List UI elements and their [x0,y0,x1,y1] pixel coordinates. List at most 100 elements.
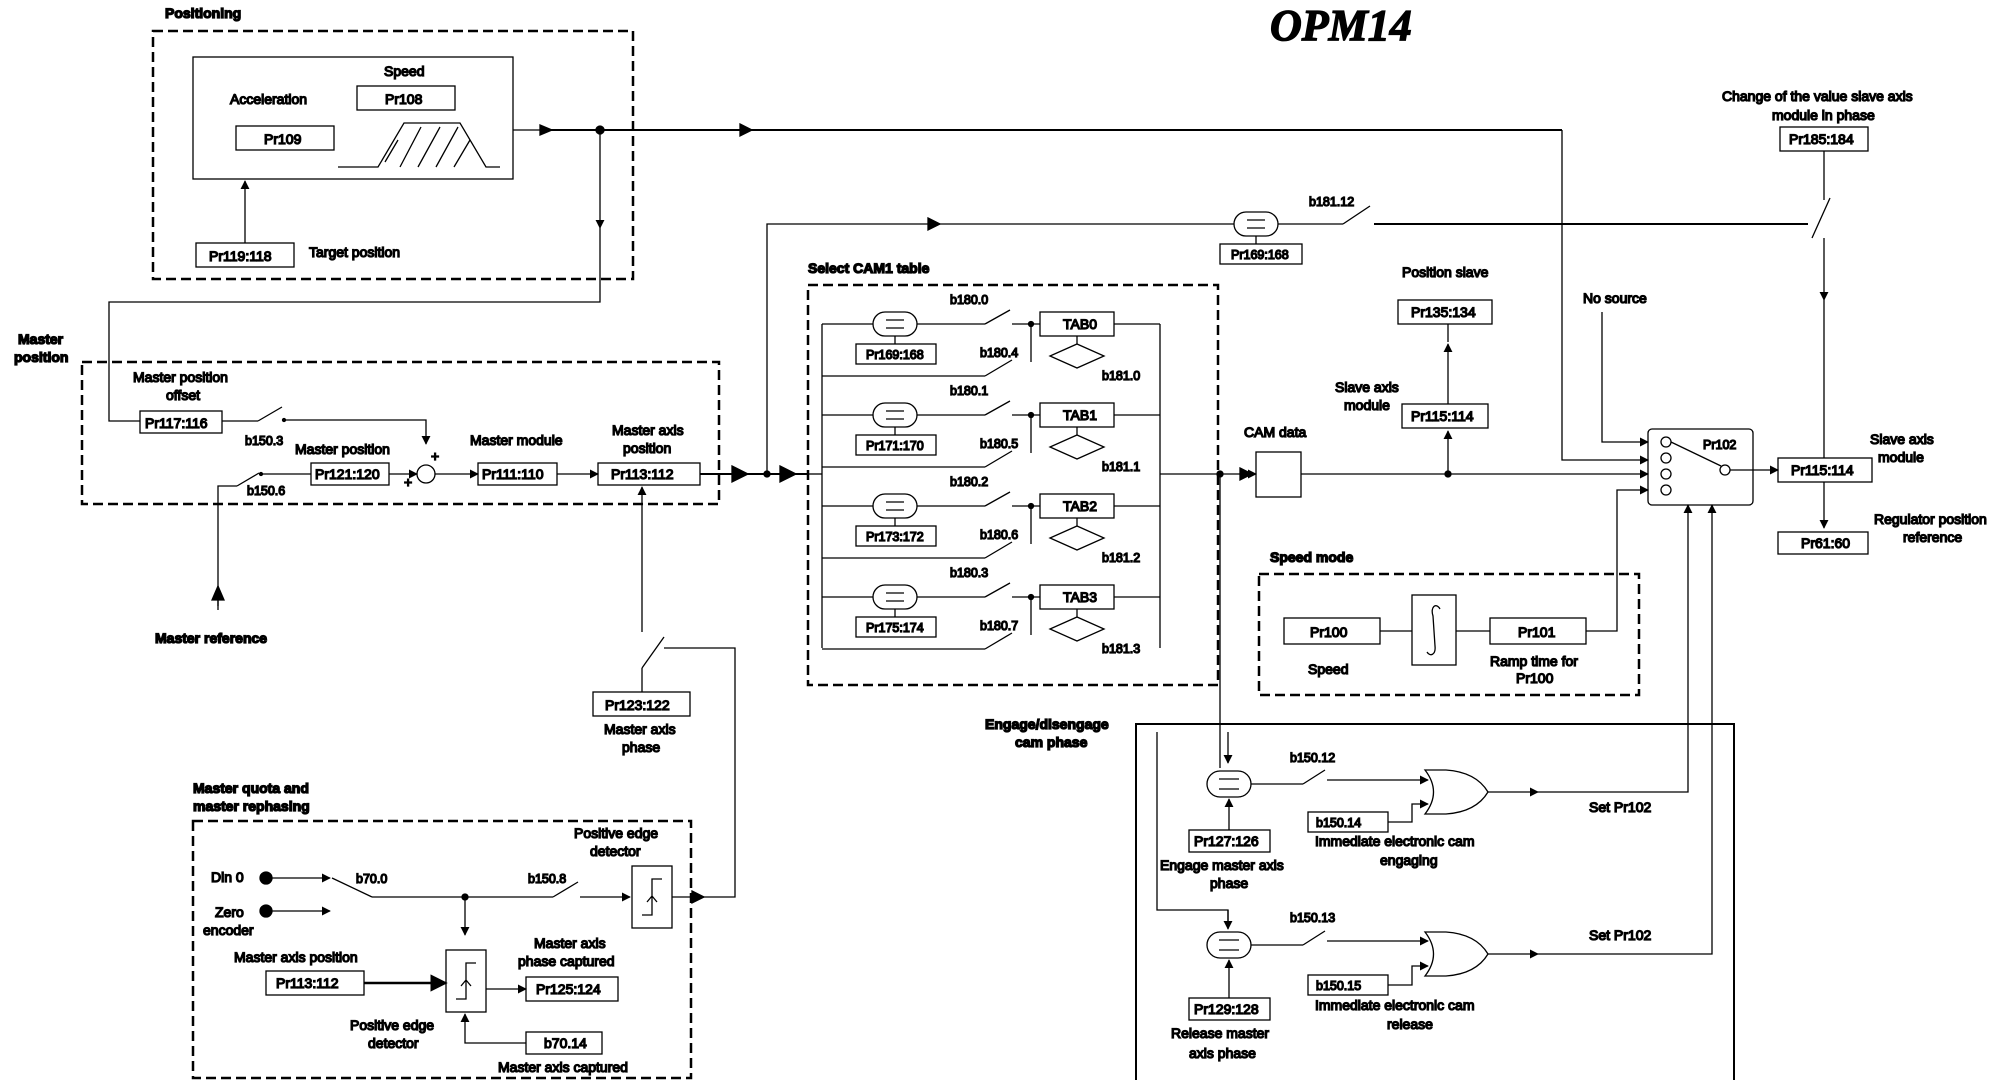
slave-axis-module-label-1: Slave axis [1335,379,1399,395]
switch-b150-13 [1302,930,1326,946]
cam-row-3-bit-c: b181.3 [1102,642,1140,656]
set-pr102-a: Set Pr102 [1589,799,1651,815]
pr135-label: Pr135:134 [1411,304,1476,320]
b150-14-to-or [1388,799,1429,823]
b150-13-label: b150.13 [1290,911,1335,925]
cam-row-0-param-box [855,343,937,365]
pedet-label-2: detector [368,1035,419,1051]
ramp-time-label-1: Ramp time for [1490,653,1578,669]
reg-pos-ref-2: reference [1903,529,1962,545]
switch-b150-6 [236,472,260,487]
release-master-label-1: Release master [1171,1025,1269,1041]
cam-row-1-tab-label: TAB1 [1063,407,1097,423]
speed-profile-hatch [384,126,471,168]
engage-comparator [1206,770,1252,798]
no-source-label: No source [1583,290,1647,306]
positive-edge-label-2: detector [590,843,641,859]
pr123-label: Pr123:122 [605,697,670,713]
pr113b-label: Pr113:112 [276,975,339,991]
zero-label-2: encoder [203,922,254,938]
selector-wiper [1670,441,1722,467]
cam-row-2-param-label: Pr173:172 [866,530,924,544]
selector-input-3 [1660,468,1672,480]
pr61-label: Pr61:60 [1801,535,1850,551]
pr129-box [1188,997,1271,1021]
cam-row-0-switch-a [984,309,1011,325]
top-bus-arrowhead [739,122,754,138]
selector-output [1719,464,1731,476]
pr115b-label: Pr115:114 [1791,462,1854,478]
cam-row-2-bit-c: b181.2 [1102,551,1140,565]
master-offset-label-2: offset [166,387,200,403]
zero-label-1: Zero [215,904,244,920]
master-axis-phase-label-2: phase [622,739,660,755]
imm-engaging-2: engaging [1380,852,1438,868]
b70-14-label: b70.14 [544,1035,587,1051]
switch-b181-12 [1342,205,1371,225]
speed-mode-group [1257,572,1641,697]
edge-a-arrowhead [691,889,706,905]
compare-feed-line [766,223,1234,474]
slave-axis-module-label-2: module [1344,397,1390,413]
pr127-box [1188,829,1271,853]
cam-row-1-decision-diamond [1048,434,1106,460]
integrator-box [1411,594,1457,666]
slave-axis-module-r-1: Slave axis [1870,431,1934,447]
pr125-label: Pr125:124 [536,981,601,997]
cam-row-1-param-label: Pr171:170 [866,439,924,453]
positive-edge-symbol-b [456,962,476,1000]
cam-row-2-tab-label: TAB2 [1063,498,1097,514]
pr117-box [139,410,223,434]
master-axis-position-q-label: Master axis position [234,949,358,965]
pr100-label: Pr100 [1310,624,1348,640]
switch-b70-0 [331,877,373,898]
cam-row-2-switch-a [984,491,1011,507]
imm-engaging-1: Immediate electronic cam [1315,833,1475,849]
ramp-time-label-2: Pr100 [1516,670,1554,686]
plus-top: + [431,448,439,464]
cam-row-1-param-box [855,434,937,456]
b150-12-label: b150.12 [1290,751,1335,765]
master-bus-arrowhead-2 [779,464,798,484]
top-bus-to-selector [1561,130,1649,465]
b70-14-box [525,1031,603,1055]
mapc-label-2: phase captured [518,953,615,969]
offset-to-sum [284,419,431,445]
sum-junction [416,464,436,484]
positioning-title: Positioning [165,5,241,21]
cam-row-1-switch-b [984,450,1013,468]
pr169b-box [1219,243,1303,265]
engage-or-gate [1423,769,1489,815]
pr113-label: Pr113:112 [611,466,674,482]
master-position-group [80,360,721,506]
acceleration-label: Acceleration [230,91,307,107]
selector-input-2 [1660,452,1672,464]
b70-14-to-edge [460,1013,526,1044]
cam-row-2-bit-a: b180.2 [950,475,988,489]
master-axis-position-label-2: position [623,440,671,456]
engage-master-label-2: phase [1210,875,1248,891]
select-cam-title: Select CAM1 table [808,260,930,276]
switch-b150-3 [257,406,283,422]
change-value-label-2: module in phase [1772,107,1875,123]
positive-edge-label-1: Positive edge [574,825,658,841]
profile-out-arrowhead [539,124,554,136]
change-value-label-1: Change of the value slave axis [1722,88,1913,104]
cam-row-2-bit-b: b180.6 [980,528,1018,542]
cam-row-1-switch-a [984,400,1011,416]
cam-row-0-bit-b: b180.4 [980,346,1018,360]
release-comparator [1206,931,1252,959]
cam-data-arrowhead [1239,466,1254,482]
target-position-label: Target position [309,244,400,260]
b150-14-label: b150.14 [1316,816,1361,830]
cam-row-3-bit-b: b180.7 [980,619,1018,633]
cam-row-1-bit-c: b181.1 [1102,460,1140,474]
pr121-label: Pr121:120 [315,466,380,482]
master-reference-label: Master reference [155,630,267,646]
master-position-title-1: Master [18,331,64,347]
set-pr102-b: Set Pr102 [1589,927,1651,943]
engage-master-label-1: Engage master axis [1160,857,1284,873]
mapc-label-1: Master axis [534,935,606,951]
pr135-box [1397,299,1493,325]
cam-row-2-param-box [855,525,937,547]
